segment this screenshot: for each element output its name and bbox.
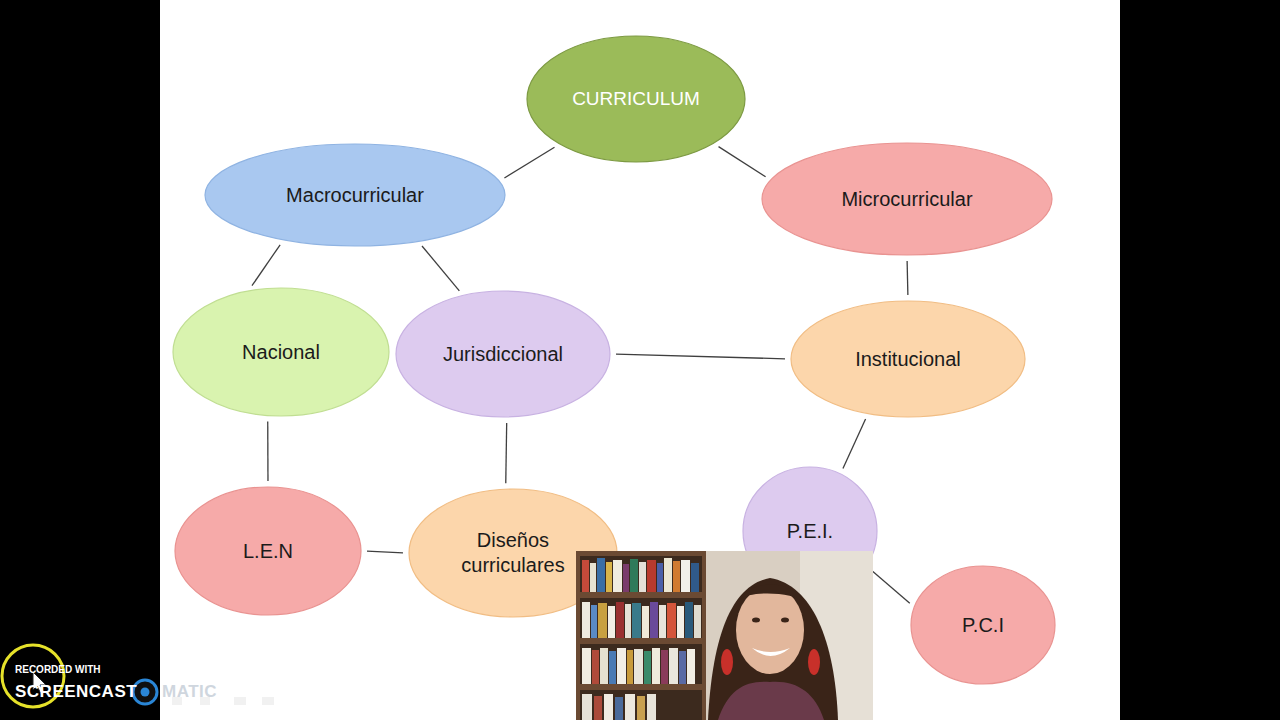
ellipse-shape xyxy=(527,36,745,162)
connector-line xyxy=(422,246,459,291)
shelf-back xyxy=(580,690,702,720)
ellipse-shape xyxy=(396,291,610,417)
node-label: CURRICULUM xyxy=(572,87,700,111)
ellipse-shape xyxy=(911,566,1055,684)
connector-line xyxy=(616,354,785,359)
node-text-box: Macrocurricular xyxy=(204,143,506,247)
node-text-box: L.E.N xyxy=(174,486,362,616)
ellipse-shape xyxy=(791,301,1025,417)
person xyxy=(708,578,838,720)
node-text-box: Nacional xyxy=(172,287,390,417)
node-label: Macrocurricular xyxy=(286,183,424,208)
watermark-text: MATIC xyxy=(162,682,217,702)
node-text-box: CURRICULUM xyxy=(526,35,746,163)
hair-top xyxy=(740,585,804,603)
earring xyxy=(721,649,733,675)
window-light xyxy=(800,551,873,720)
books xyxy=(582,558,701,720)
watermark-logo-dot xyxy=(141,688,150,697)
connector-line xyxy=(843,419,866,469)
shelf-back xyxy=(580,556,702,592)
face xyxy=(736,586,804,674)
connector-line xyxy=(719,147,766,177)
node-text-box: P.E.I. xyxy=(742,466,878,596)
ellipse-outline xyxy=(408,488,618,618)
mouse-cursor xyxy=(33,672,46,694)
curriculum-ellipse: Diseños curriculares xyxy=(408,488,618,618)
node-label: P.E.I. xyxy=(787,519,833,544)
node-label: L.E.N xyxy=(243,539,293,564)
curriculum-ellipse: P.C.I xyxy=(910,565,1056,685)
cursor-highlight xyxy=(2,645,64,707)
hair xyxy=(708,578,838,720)
curriculum-ellipse: Microcurricular xyxy=(761,142,1053,256)
connector-line xyxy=(505,423,507,483)
node-text-box: Institucional xyxy=(790,300,1026,418)
connector-line xyxy=(504,147,554,178)
wall xyxy=(576,551,873,720)
node-text-box: Microcurricular xyxy=(761,142,1053,256)
curriculum-ellipse: P.E.I. xyxy=(742,466,878,596)
ellipse-shape xyxy=(175,487,361,615)
toolbar-icon xyxy=(234,697,246,705)
curriculum-ellipse: Nacional xyxy=(172,287,390,417)
toolbar-icon xyxy=(172,697,182,705)
connector-line xyxy=(906,261,908,295)
eye xyxy=(752,618,760,623)
player-toolbar xyxy=(172,697,274,705)
toolbar-icon xyxy=(200,697,210,705)
ellipse-shape xyxy=(205,144,505,246)
node-label: Microcurricular xyxy=(841,187,972,212)
node-text-box: Diseños curriculares xyxy=(408,488,618,618)
node-text-box: Jurisdiccional xyxy=(395,290,611,418)
curriculum-ellipse: Institucional xyxy=(790,300,1026,418)
curriculum-ellipse: CURRICULUM xyxy=(526,35,746,163)
shelf-back xyxy=(580,598,702,638)
earring xyxy=(808,649,820,675)
connector-line xyxy=(367,551,403,553)
slide-area xyxy=(160,0,1120,720)
bookshelf xyxy=(576,551,706,720)
eye xyxy=(781,618,789,623)
curriculum-ellipse: L.E.N xyxy=(174,486,362,616)
connector-line xyxy=(871,570,910,604)
connector-line xyxy=(252,245,280,286)
ellipse-shape xyxy=(743,467,877,595)
curriculum-ellipse: Macrocurricular xyxy=(204,143,506,247)
node-label: P.C.I xyxy=(962,613,1004,638)
node-label: Nacional xyxy=(242,340,320,365)
node-label: Jurisdiccional xyxy=(443,342,563,367)
ellipse-shape xyxy=(173,288,389,416)
webcam-video xyxy=(576,551,873,720)
connector-line xyxy=(267,422,269,481)
clothing xyxy=(718,682,824,720)
smile xyxy=(752,648,790,656)
watermark-text: SCREENCAST xyxy=(15,682,137,702)
shelf-back xyxy=(580,644,702,684)
toolbar-icon xyxy=(262,697,274,705)
node-label: Diseños curriculares xyxy=(448,528,578,578)
watermark-text: RECORDED WITH xyxy=(15,664,101,675)
ellipse-shape xyxy=(409,489,617,617)
watermark-logo xyxy=(133,680,157,704)
ellipse-shape xyxy=(762,143,1052,255)
node-label: Institucional xyxy=(855,347,961,372)
node-text-box: P.C.I xyxy=(910,565,1056,685)
curriculum-ellipse: Jurisdiccional xyxy=(395,290,611,418)
